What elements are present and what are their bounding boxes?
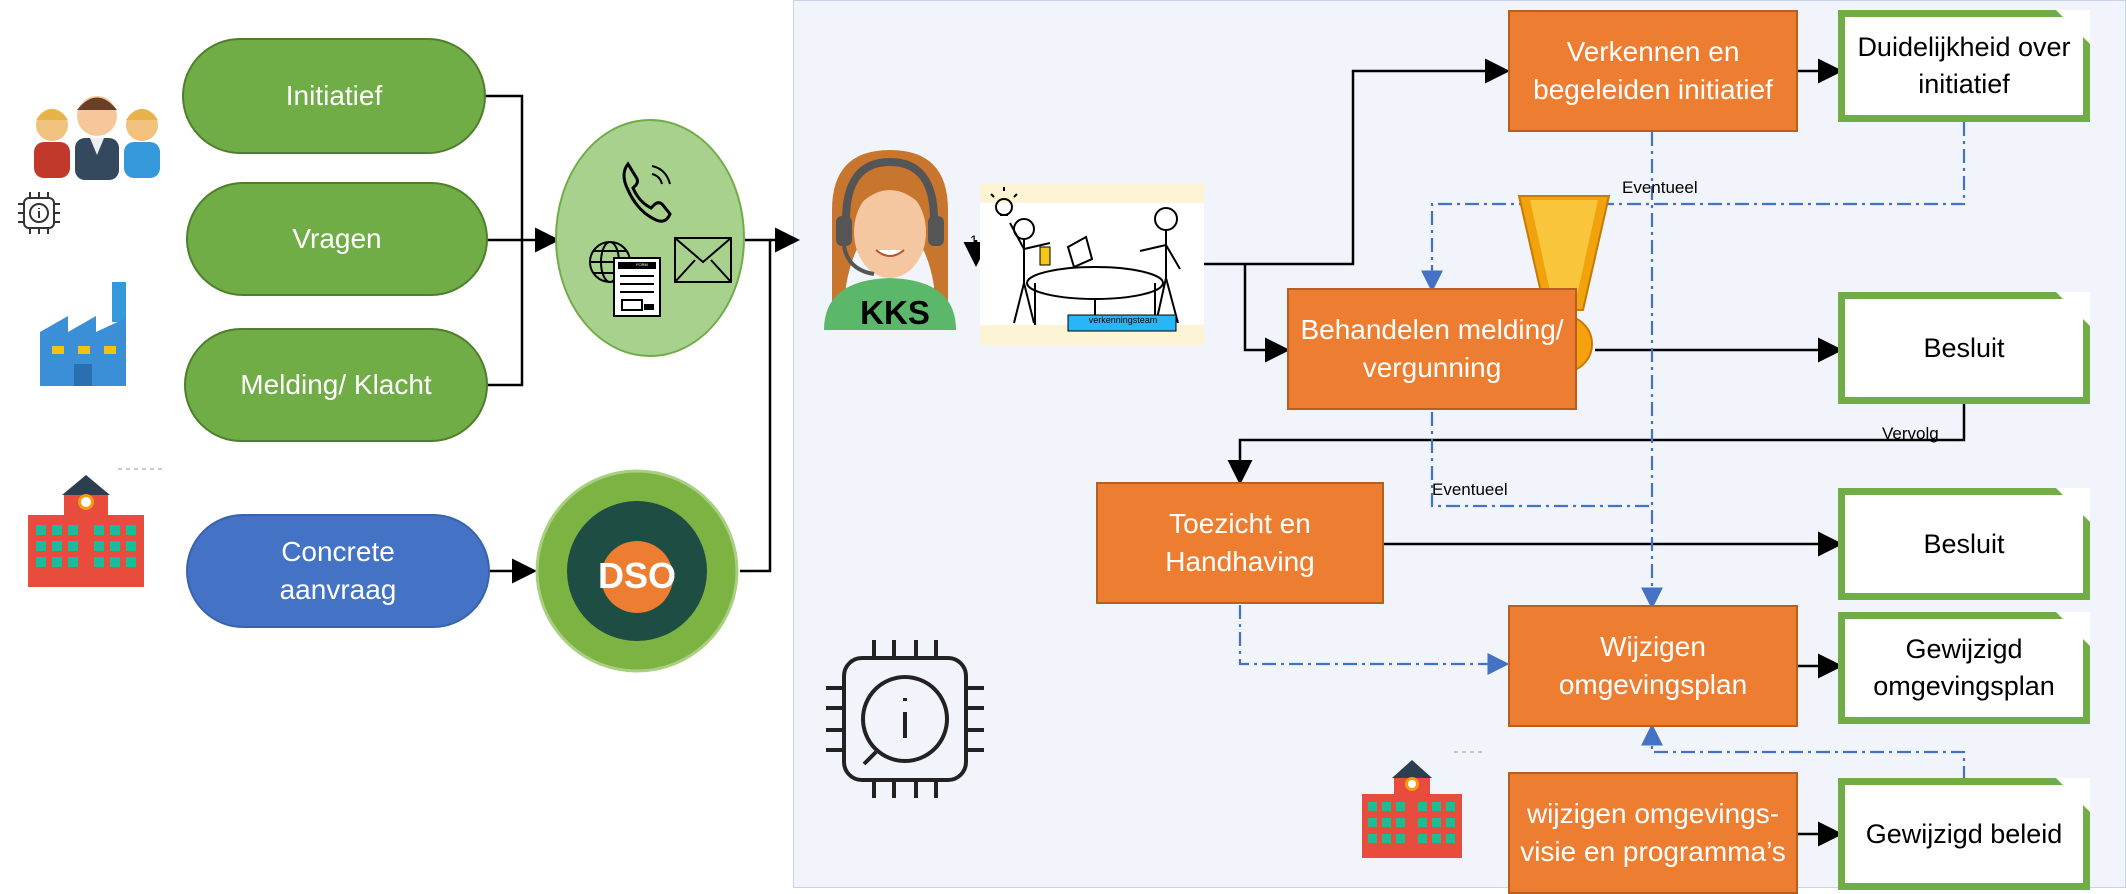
melding-klacht-pill: Melding/ Klacht [184,328,488,442]
chip-info-large-icon [826,640,984,798]
envelope-icon [674,237,732,283]
besluit-doc-2: Besluit [1838,488,2090,600]
vervolg-label: Vervolg [1882,424,1939,443]
behandelen-box: Behandelen melding/ vergunning [1287,288,1577,410]
chip-info-icon [18,192,60,234]
eventueel-label-1: Eventueel [1622,178,1698,197]
duidelijkheid-doc: Duidelijkheid over initiatief [1838,10,2090,122]
team-sign-label: verkenningsteam [1088,315,1158,325]
besluit-doc-1: Besluit [1838,292,2090,404]
call-center-agent-icon [824,150,956,330]
concrete-aanvraag-pill: Concrete aanvraag [186,514,490,628]
channels-circle [555,119,745,357]
toezicht-box: Toezicht en Handhaving [1096,482,1384,604]
people-icon [34,96,160,180]
school-building-icon [28,468,162,587]
initiatief-pill: Initiatief [182,38,486,154]
phone-icon [622,161,672,223]
kks-label: KKS [860,294,930,331]
form-icon [613,257,661,317]
meeting-icon [980,183,1204,345]
dso-logo [535,469,739,673]
gewijzigd-beleid-doc: Gewijzigd beleid [1838,778,2090,890]
form-text: FORM [636,262,648,267]
eventueel-label-2: Eventueel [1432,480,1508,499]
vragen-pill: Vragen [186,182,488,296]
wijzigen-omgevingsplan-box: Wijzigen omgevingsplan [1508,605,1798,727]
dso-label: DSO [597,555,676,596]
factory-icon [40,282,126,386]
wijzigen-visie-box: wijzigen omgevings-visie en programma’s [1508,772,1798,894]
school-building-icon-2 [1362,751,1482,858]
process-panel [793,0,2126,888]
verkennen-box: Verkennen en begeleiden initiatief [1508,10,1798,132]
gewijzigd-omgevingsplan-doc: Gewijzigd omgevingsplan [1838,612,2090,724]
step-marker: 1 [970,232,978,248]
